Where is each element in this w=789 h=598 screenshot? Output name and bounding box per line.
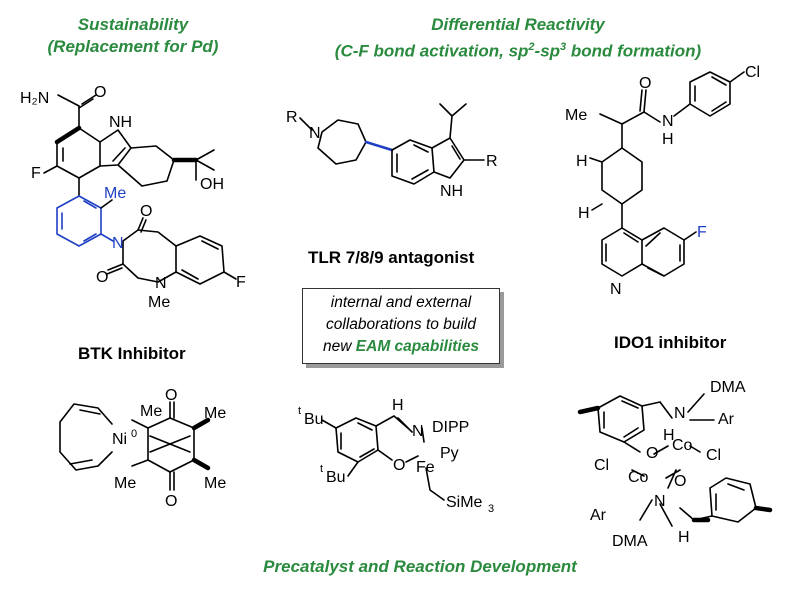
- box-line2: collaborations to build: [326, 316, 476, 333]
- co-ar2-label: Ar: [590, 507, 607, 524]
- co-n2-label: N: [654, 493, 666, 510]
- box-eam-capabilities: EAM capabilities: [355, 338, 479, 355]
- header-sustainability-line1: Sustainability: [77, 15, 189, 34]
- ni-me2-label: Me: [114, 475, 136, 492]
- co-co1-label: Co: [672, 437, 693, 454]
- header-line2-post: bond formation): [566, 41, 702, 61]
- header-sup2: 3: [560, 41, 567, 53]
- btk-nme-label: Me: [148, 294, 170, 311]
- co-ar1-label: Ar: [718, 411, 735, 428]
- btk-f2-label: F: [236, 274, 246, 291]
- fe-complex: t Bu t Bu H N DIPP O Fe Py SiMe 3: [298, 397, 494, 515]
- co-cl2-label: Cl: [594, 457, 609, 474]
- co-co2-label: Co: [628, 469, 649, 486]
- btk-o2-label: O: [96, 269, 108, 286]
- tlr-n-label: N: [309, 125, 321, 142]
- co-cl1-label: Cl: [706, 447, 721, 464]
- caption-tlr-antagonist: TLR 7/8/9 antagonist: [308, 248, 475, 267]
- box-line3-pre: new: [323, 338, 356, 355]
- ido-me-label: Me: [565, 107, 587, 124]
- ido1-structure: Cl Me O N H H H F N: [565, 64, 760, 298]
- collaboration-box: internal and external collaborations to …: [302, 288, 500, 364]
- header-sustainability: Sustainability (Replacement for Pd): [28, 14, 238, 58]
- fe-fe-label: Fe: [416, 459, 435, 476]
- fe-t1-label: t: [298, 405, 301, 417]
- fe-py-label: Py: [440, 445, 459, 462]
- ni-me3-label: Me: [204, 405, 226, 422]
- box-line1: internal and external: [330, 294, 472, 311]
- btk-oh-label: OH: [200, 176, 224, 193]
- fe-sub3-label: 3: [488, 503, 494, 515]
- ido-f-label: F: [697, 224, 707, 241]
- btk-o1-label: O: [140, 203, 152, 220]
- tlr-r1-label: R: [286, 109, 298, 126]
- ni-o1-label: O: [165, 387, 177, 404]
- caption-btk-inhibitor: BTK Inhibitor: [78, 344, 186, 363]
- co-dma1-label: DMA: [710, 379, 746, 396]
- ni-o2-label: O: [165, 493, 177, 510]
- header-sustainability-line2: (Replacement for Pd): [47, 37, 219, 56]
- ido-nh-n-label: N: [662, 113, 674, 130]
- ido-o-label: O: [639, 75, 651, 92]
- fe-tbu2-label: Bu: [326, 469, 346, 486]
- box-line3: new EAM capabilities: [303, 336, 499, 358]
- fe-h-label: H: [392, 397, 404, 414]
- fe-o-label: O: [393, 457, 405, 474]
- ni-me4-label: Me: [204, 475, 226, 492]
- caption-ido1-inhibitor: IDO1 inhibitor: [614, 333, 727, 352]
- header-differential-reactivity: Differential Reactivity (C-F bond activa…: [288, 14, 748, 63]
- co-h2-label: H: [678, 529, 690, 546]
- tlr-nh-label: NH: [440, 183, 463, 200]
- ido-nh-h-label: H: [662, 131, 674, 148]
- fe-tbu1-label: Bu: [304, 411, 324, 428]
- ido-cl-label: Cl: [745, 64, 760, 81]
- ni-complex: Ni 0 Me Me Me Me O O: [59, 387, 226, 510]
- btk-nh2-label: H₂N: [20, 90, 49, 107]
- footer-precatalyst: Precatalyst and Reaction Development: [263, 557, 577, 576]
- ido-h1-label: H: [576, 153, 588, 170]
- ni-oxidation-label: 0: [131, 428, 137, 440]
- co-h1-label: H: [663, 427, 675, 444]
- header-line2-mid: -sp: [534, 41, 561, 61]
- btk-me-label: Me: [104, 185, 126, 202]
- btk-n2-label: N: [155, 275, 167, 292]
- ido-h2-label: H: [578, 205, 590, 222]
- btk-f1-label: F: [31, 165, 41, 182]
- btk-amide-o-label: O: [94, 84, 106, 101]
- ni-label: Ni: [112, 431, 127, 448]
- fe-n-label: N: [412, 423, 424, 440]
- tlr-structure: R N R NH: [286, 103, 498, 200]
- fe-dipp-label: DIPP: [432, 419, 469, 436]
- co-dma2-label: DMA: [612, 533, 648, 550]
- header-differential-line1: Differential Reactivity: [431, 15, 605, 34]
- co-o1-label: O: [646, 445, 658, 462]
- co-o2-label: O: [674, 473, 686, 490]
- btk-n1-label: N: [112, 235, 124, 252]
- header-differential-line2: (C-F bond activation, sp2-sp3 bond forma…: [288, 36, 748, 63]
- btk-structure: H₂N O NH F OH Me N O O N Me F: [20, 84, 246, 311]
- ido-nq-label: N: [610, 281, 622, 298]
- tlr-r2-label: R: [486, 153, 498, 170]
- fe-t2-label: t: [320, 463, 323, 475]
- ni-me1-label: Me: [140, 403, 162, 420]
- header-sup1: 2: [528, 41, 535, 53]
- btk-nh-label: NH: [109, 114, 132, 131]
- co-complex: H DMA N Ar O Co Cl Cl Co O N Ar DMA H: [577, 379, 773, 550]
- co-n1-label: N: [674, 405, 686, 422]
- header-line2-pre: (C-F bond activation, sp: [334, 41, 529, 61]
- fe-sime3-label: SiMe: [446, 494, 483, 511]
